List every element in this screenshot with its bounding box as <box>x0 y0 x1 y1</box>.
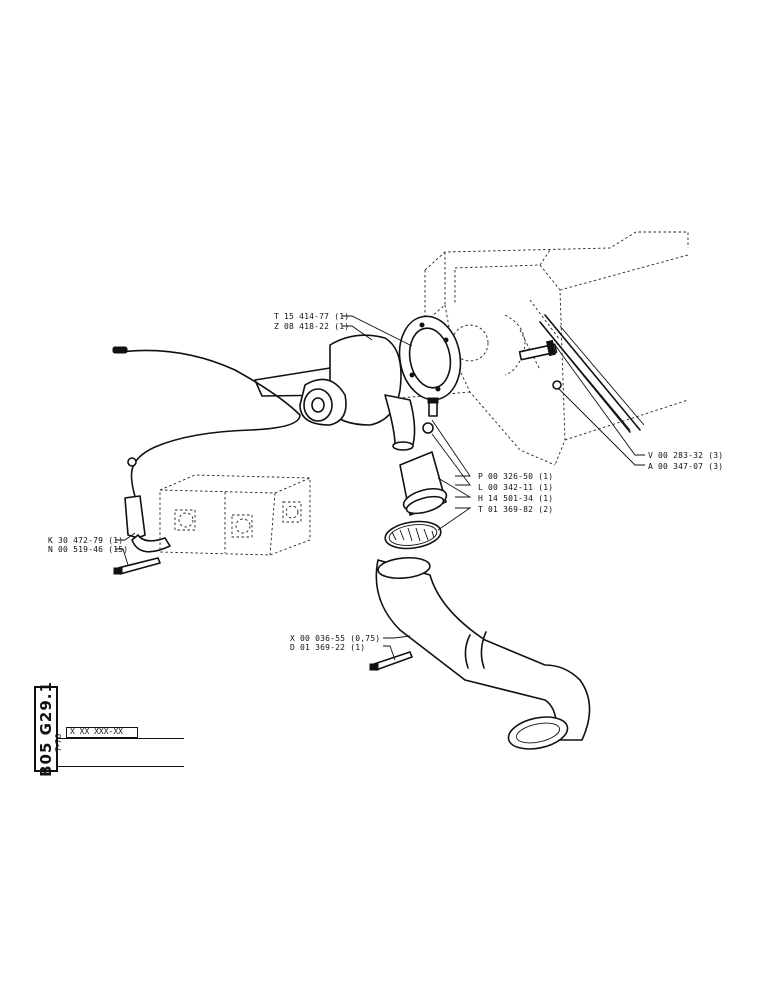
callout-l00342: L 00 342-11 (1) <box>478 483 553 492</box>
callout-t01369: T 01 369-82 (2) <box>478 505 553 514</box>
flexible-hose <box>375 556 591 750</box>
callout-p00326: P 00 326-50 (1) <box>478 472 553 481</box>
reference-box: X XX XXX-XX <box>66 727 138 738</box>
support-bracket <box>539 314 645 433</box>
document-code: B05 G29.1 <box>37 681 55 777</box>
hose-clamp <box>384 520 442 550</box>
title-block-divider <box>56 727 57 767</box>
flange-plate <box>398 315 462 401</box>
title-block-rule-top <box>56 738 184 739</box>
document-code-box: B05 G29.1 <box>34 681 58 777</box>
blower-housing <box>254 334 416 451</box>
control-box <box>159 474 311 556</box>
callout-k30472: K 30 472-79 (1) <box>48 536 123 545</box>
callout-a00347: A 00 347-07 (3) <box>648 462 723 471</box>
reference-number: X XX XXX-XX <box>70 727 123 736</box>
callout-x00036: X 00 036-55 (0,75) <box>290 634 380 643</box>
callout-v00283: V 00 283-32 (3) <box>648 451 723 460</box>
document-date: 7-76 <box>54 733 63 752</box>
cable-tie-d <box>369 651 413 671</box>
cable-tie-n <box>113 557 161 575</box>
callout-z08418: Z 08 418-22 (1) <box>274 322 349 331</box>
bolt-v00283 <box>518 339 562 390</box>
sensor-cable <box>112 346 301 553</box>
title-block-rule-bottom <box>56 766 184 767</box>
callout-t15414: T 15 414-77 (1) <box>274 312 349 321</box>
leader-lines <box>115 315 645 661</box>
callout-d01369: D 01 369-22 (1) <box>290 643 365 652</box>
callout-n00519: N 00 519-46 (15) <box>48 545 128 554</box>
adapter-sleeve <box>399 451 448 516</box>
callout-h14501: H 14 501-34 (1) <box>478 494 553 503</box>
